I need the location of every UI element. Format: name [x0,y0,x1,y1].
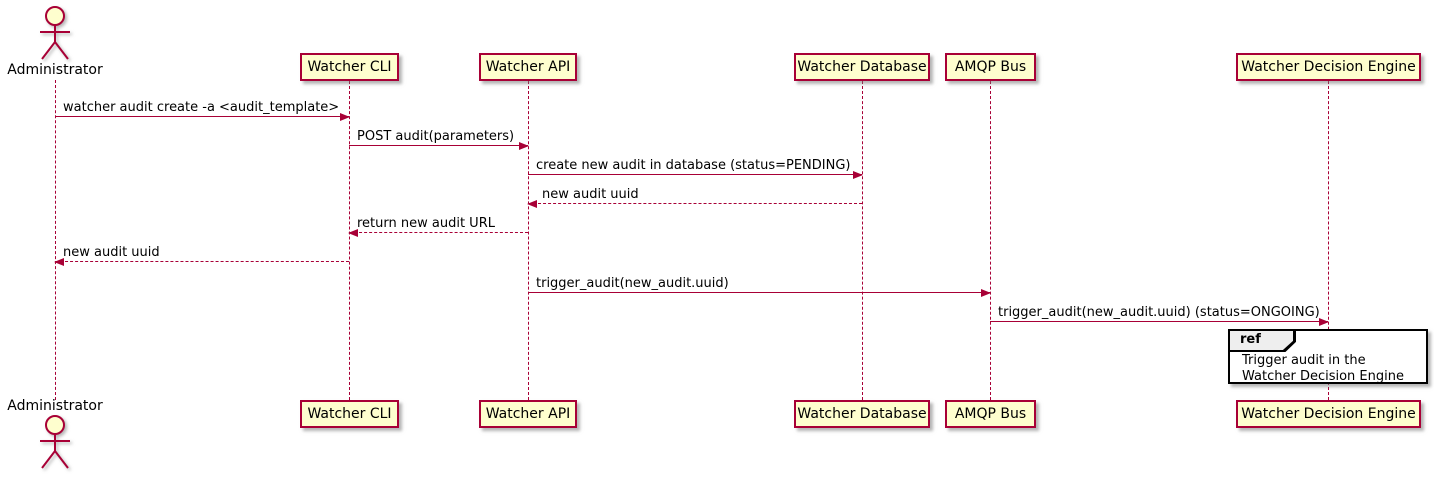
lifeline-watcher-database [862,81,863,400]
arrowhead-icon [519,142,529,150]
message-label: watcher audit create -a <audit_template> [63,100,340,115]
message-audit-create: watcher audit create -a <audit_template> [55,97,350,121]
ref-keyword: ref [1230,331,1293,350]
message-create-audit-db: create new audit in database (status=PEN… [528,155,863,179]
arrowhead-icon [348,229,358,237]
message-label: new audit uuid [63,245,160,260]
message-label: create new audit in database (status=PEN… [536,158,851,173]
arrowhead-icon [54,258,64,266]
participant-label: Watcher Decision Engine [1241,406,1416,422]
participant-watcher-api-top: Watcher API [479,53,577,81]
arrowhead-icon [527,200,537,208]
actor-administrator-bottom: Administrator [5,398,105,471]
participant-amqp-bus-top: AMQP Bus [945,53,1036,81]
message-line [349,145,528,146]
message-label: POST audit(parameters) [357,129,515,144]
participant-label: Watcher API [485,59,571,75]
arrowhead-icon [853,171,863,179]
participant-watcher-decision-engine-bottom: Watcher Decision Engine [1236,400,1421,428]
actor-stick-figure-icon [40,6,70,60]
lifeline-watcher-decision-engine [1328,81,1329,400]
message-line [528,292,990,293]
participant-amqp-bus-bottom: AMQP Bus [945,400,1036,428]
actor-label: Administrator [7,62,103,78]
message-trigger-audit: trigger_audit(new_audit.uuid) [528,273,991,297]
message-return-audit-url: return new audit URL [348,213,528,237]
message-line [55,261,349,262]
message-post-audit: POST audit(parameters) [349,126,529,150]
participant-label: AMQP Bus [954,59,1027,75]
actor-administrator-top: Administrator [5,6,105,79]
ref-fragment: ref Trigger audit in the Watcher Decisio… [1228,329,1428,384]
participant-watcher-cli-top: Watcher CLI [300,53,399,81]
message-label: new audit uuid [542,187,639,202]
arrowhead-icon [340,113,350,121]
arrowhead-icon [1319,318,1329,326]
participant-label: Watcher CLI [307,406,392,422]
participant-watcher-api-bottom: Watcher API [479,400,577,428]
participant-label: Watcher Database [797,406,927,422]
message-new-audit-uuid-return: new audit uuid [527,184,862,208]
participant-label: AMQP Bus [954,406,1027,422]
actor-label: Administrator [7,398,103,414]
participant-label: Watcher API [485,406,571,422]
participant-label: Watcher Database [797,59,927,75]
lifeline-watcher-cli [349,81,350,400]
message-new-audit-uuid-to-admin: new audit uuid [54,242,349,266]
participant-label: Watcher Decision Engine [1241,59,1416,75]
message-line [990,321,1328,322]
message-line [349,232,528,233]
ref-body: Trigger audit in the Watcher Decision En… [1230,353,1426,385]
lifeline-administrator [55,80,56,400]
arrowhead-icon [981,289,991,297]
message-line [55,116,349,117]
lifeline-amqp-bus [990,81,991,400]
participant-watcher-decision-engine-top: Watcher Decision Engine [1236,53,1421,81]
participant-watcher-cli-bottom: Watcher CLI [300,400,399,428]
lifeline-watcher-api [528,81,529,400]
participant-watcher-database-top: Watcher Database [794,53,930,81]
message-trigger-audit-ongoing: trigger_audit(new_audit.uuid) (status=ON… [990,302,1329,326]
participant-label: Watcher CLI [307,59,392,75]
actor-stick-figure-icon [40,415,70,469]
participant-watcher-database-bottom: Watcher Database [794,400,930,428]
message-line [528,203,862,204]
message-label: return new audit URL [357,216,495,231]
ref-line: Watcher Decision Engine [1242,369,1404,384]
ref-line: Trigger audit in the [1242,353,1366,368]
message-label: trigger_audit(new_audit.uuid) [536,276,729,291]
message-label: trigger_audit(new_audit.uuid) (status=ON… [998,305,1320,320]
message-line [528,174,862,175]
